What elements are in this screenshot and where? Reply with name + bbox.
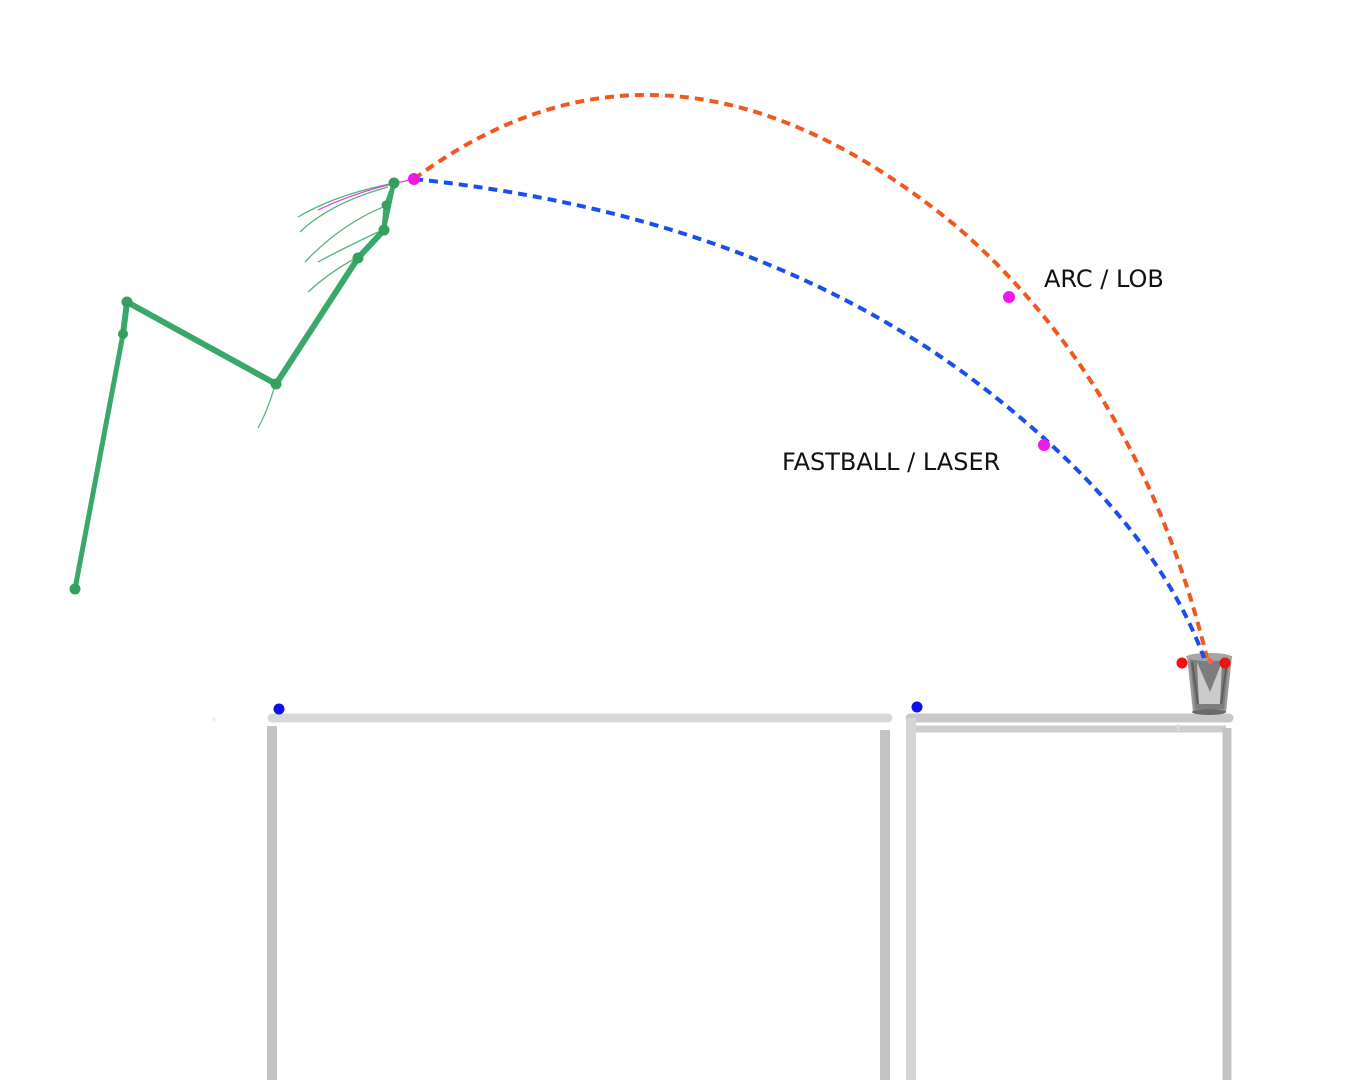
table-right-marker	[911, 701, 923, 713]
arm-joint-wrist-3	[381, 200, 391, 210]
stray-mark-left: ʰ	[212, 715, 217, 729]
arm-joint-gripper	[388, 177, 400, 189]
trajectory-arc	[412, 93, 1209, 659]
robot-arm-icon	[69, 177, 411, 595]
arm-joint-base	[69, 583, 81, 595]
arm-joint-elbow	[270, 378, 282, 390]
cup-target-marker	[1207, 658, 1213, 664]
arm-motion-trails	[257, 183, 391, 429]
fastball-label: FASTBALL / LASER	[782, 448, 1000, 476]
fastball-midpoint-marker	[1038, 439, 1050, 451]
table-left-marker	[273, 703, 285, 715]
release-point-marker	[408, 173, 420, 185]
cup-icon	[1186, 653, 1232, 715]
arm-joint-shoulder-lower	[118, 329, 128, 339]
cup-rim-marker-right	[1219, 657, 1231, 669]
arc-label: ARC / LOB	[1044, 265, 1164, 293]
table-left	[267, 713, 893, 1080]
stray-mark-right: ᵻ	[1176, 720, 1180, 734]
cup-rim-marker-left	[1176, 657, 1188, 669]
arm-joint-wrist	[352, 252, 364, 264]
arm-joint-wrist-2	[378, 224, 390, 236]
arc-midpoint-marker	[1003, 291, 1015, 303]
trajectory-fastball	[413, 177, 1206, 659]
arm-release-trail	[317, 179, 411, 211]
arm-joint-shoulder	[121, 296, 133, 308]
table-right	[905, 713, 1234, 1080]
